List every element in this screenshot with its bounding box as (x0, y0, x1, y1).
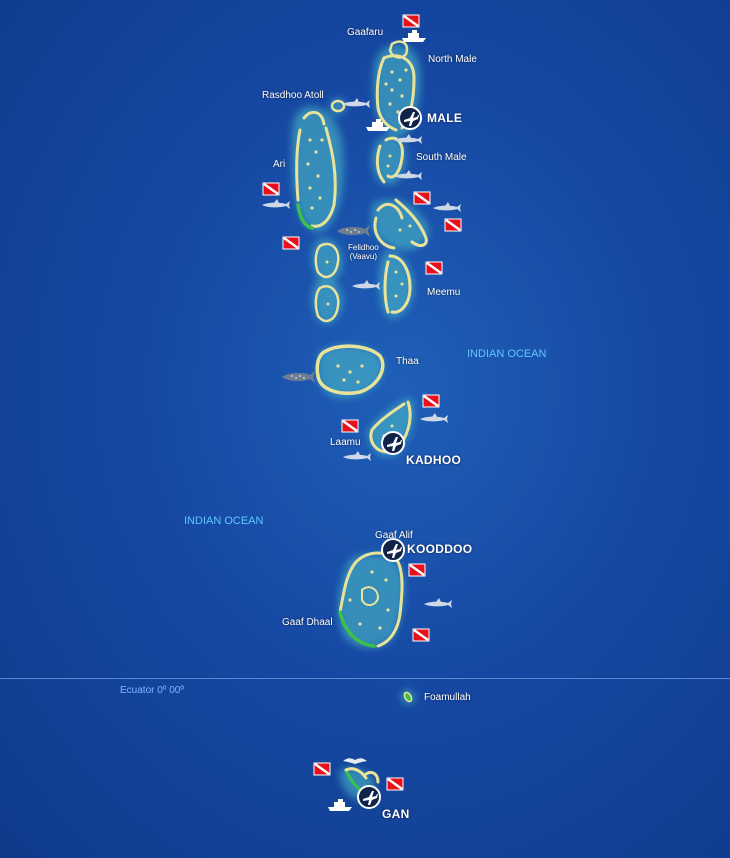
dive-flag-icon (261, 181, 281, 197)
dive-flag-icon (412, 190, 432, 206)
whale-shark-icon (282, 371, 315, 383)
airport-label-kooddoo: KOODDOO (407, 542, 473, 556)
atoll-label-meemu: Meemu (427, 287, 461, 298)
dive-flag-icon (401, 13, 421, 29)
shark-icon (424, 598, 452, 608)
whale-shark-icon (337, 225, 370, 237)
atoll-label-gaaf-alif: Gaaf Alif (375, 530, 413, 541)
dive-flag-icon (281, 235, 301, 251)
boat-icon (328, 799, 352, 811)
dive-flag-icon (407, 562, 427, 578)
dive-flag-icon (312, 761, 332, 777)
boat-icon (402, 30, 426, 42)
dive-flag-icon (411, 627, 431, 643)
airport-label-male: MALE (427, 111, 463, 125)
meemu-atoll (383, 254, 412, 314)
atoll-label-felidhoo-name: Felidhoo (348, 243, 379, 252)
atoll-label-ari: Ari (273, 159, 286, 170)
atoll-label-thaa: Thaa (396, 356, 419, 367)
ocean-label-east: INDIAN OCEAN (467, 348, 547, 360)
airport-label-gan: GAN (382, 807, 410, 821)
shark-icon (433, 202, 461, 212)
central-atolls (314, 242, 340, 323)
foamullah-island (403, 691, 413, 703)
atoll-label-rasdhoo: Rasdhoo Atoll (262, 90, 324, 101)
atoll-label-north-male: North Male (428, 54, 477, 65)
shark-icon (352, 280, 380, 290)
equator-line (0, 678, 730, 679)
equator-label: Ecuator 0º 00º (120, 685, 185, 696)
atoll-label-gaafaru: Gaafaru (347, 27, 384, 38)
shark-icon (262, 199, 290, 209)
manta-ray-icon (343, 758, 367, 764)
ari-atoll (295, 110, 337, 230)
airport-label-kadhoo: KADHOO (406, 453, 462, 467)
dive-flag-icon (385, 776, 405, 792)
dive-flag-icon (340, 418, 360, 434)
airplane-icon (398, 106, 422, 130)
ocean-label-west: INDIAN OCEAN (184, 515, 264, 527)
shark-icon (420, 413, 448, 423)
airplane-icon (381, 538, 405, 562)
huvadhu-atoll (338, 551, 404, 648)
atoll-label-foamullah: Foamullah (424, 692, 471, 703)
airplane-icon (357, 785, 381, 809)
felidhoo-atoll (373, 198, 428, 250)
shark-icon (343, 451, 371, 461)
shark-icon (342, 98, 370, 108)
rasdhoo-atoll (330, 99, 346, 113)
atoll-label-felidhoo: Felidhoo (Vaavu) (348, 243, 379, 261)
thaa-atoll (315, 344, 385, 395)
airplane-icon (381, 431, 405, 455)
south-male-atoll (375, 136, 404, 184)
atoll-label-south-male: South Male (416, 152, 467, 163)
atoll-label-felidhoo-sub: (Vaavu) (349, 252, 378, 261)
atoll-label-gaaf-dhaal: Gaaf Dhaal (282, 617, 333, 628)
dive-flag-icon (421, 393, 441, 409)
dive-flag-icon (443, 217, 463, 233)
dive-flag-icon (424, 260, 444, 276)
atoll-label-laamu: Laamu (330, 437, 361, 448)
